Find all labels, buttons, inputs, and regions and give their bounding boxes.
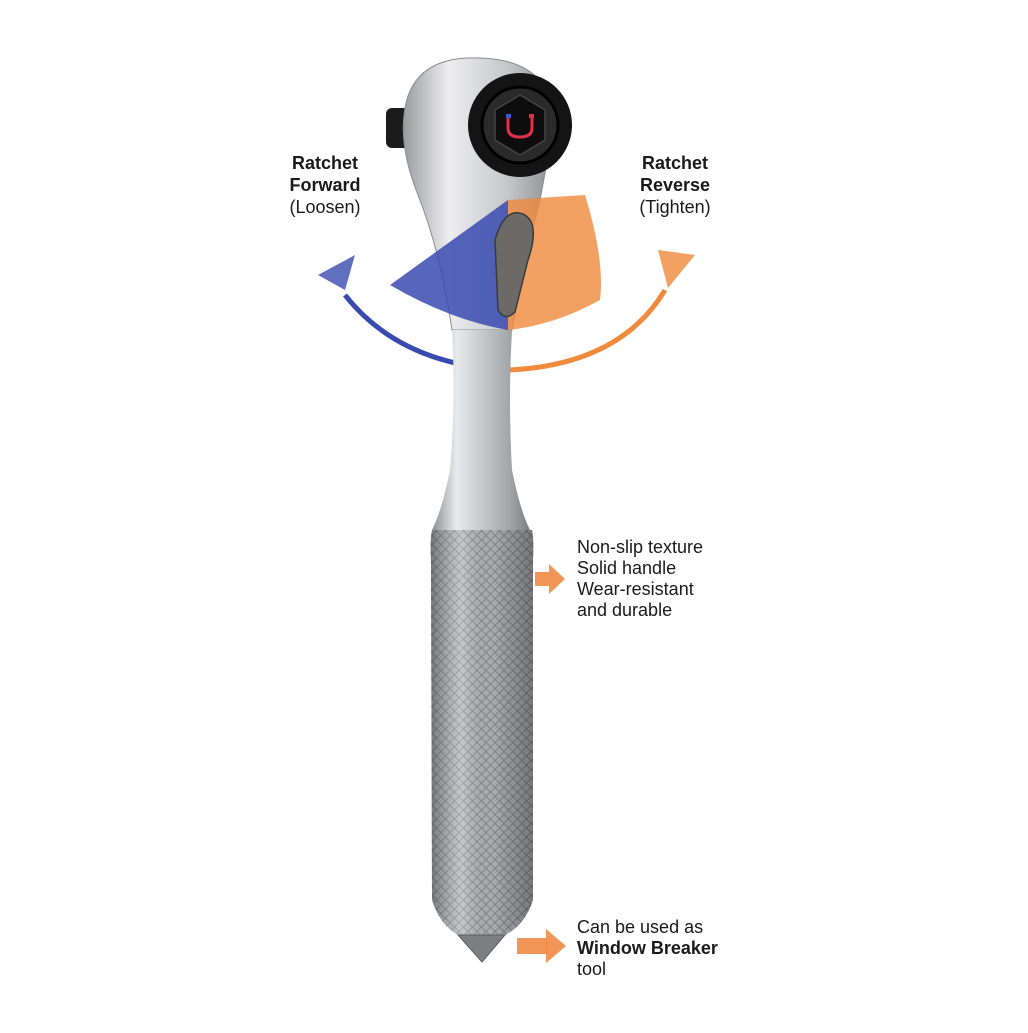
grip-callout-arrow [535, 564, 565, 594]
forward-arrowhead [318, 255, 355, 290]
magnet-icon [506, 114, 534, 139]
shaft [432, 330, 530, 530]
feature-item: Solid handle [577, 558, 677, 578]
feature-item: Wear-resistant [577, 579, 694, 599]
window-breaker-tip [456, 934, 507, 963]
window-breaker-line1: Can be used as [577, 917, 704, 937]
window-breaker-line3: tool [577, 959, 607, 979]
forward-title-line2: Forward [289, 175, 361, 195]
forward-sweep [390, 200, 508, 330]
reverse-lever [494, 212, 534, 318]
forward-subtitle: (Loosen) [289, 197, 361, 217]
forward-title-line1: Ratchet [291, 153, 358, 173]
reverse-title-line1: Ratchet [641, 153, 708, 173]
feature-item: and durable [577, 600, 673, 620]
ratchet-reverse-label: Ratchet Reverse (Tighten) [620, 152, 730, 218]
reverse-arc [507, 288, 668, 373]
feature-item: Non-slip texture [577, 537, 704, 557]
reverse-arrowhead [658, 250, 695, 288]
ratchet-forward-label: Ratchet Forward (Loosen) [270, 152, 380, 218]
reverse-title-line2: Reverse [639, 175, 711, 195]
window-breaker-line2: Window Breaker [577, 938, 718, 958]
grip-features: Non-slip texture Solid handle Wear-resis… [577, 537, 703, 621]
window-breaker-note: Can be used as Window Breaker tool [577, 917, 718, 980]
reverse-subtitle: (Tighten) [639, 197, 711, 217]
tip-callout-arrow [517, 929, 566, 963]
